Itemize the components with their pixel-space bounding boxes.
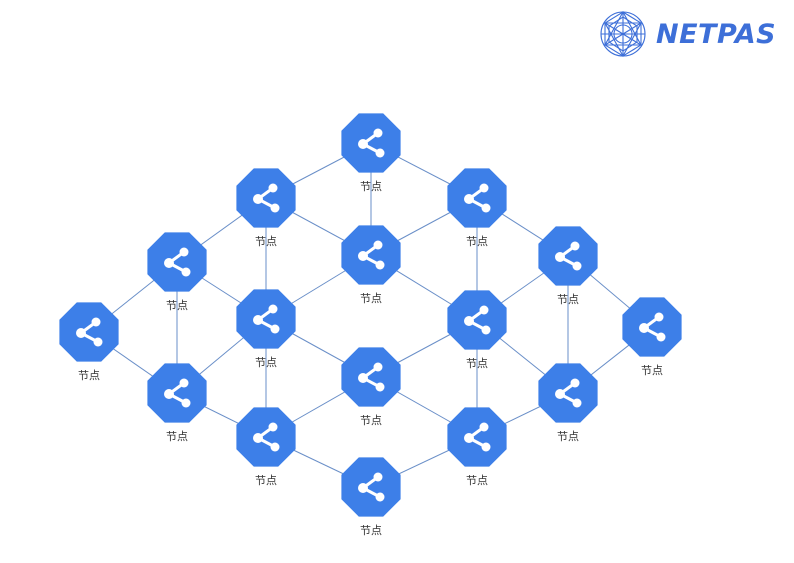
node-n10[interactable]: 节点 xyxy=(147,363,207,443)
node-label: 节点 xyxy=(78,369,100,382)
globe-network-icon xyxy=(600,10,646,58)
node-n0[interactable]: 节点 xyxy=(341,113,401,193)
node-n9[interactable]: 节点 xyxy=(622,297,682,377)
node-n5[interactable]: 节点 xyxy=(538,226,598,306)
node-octagon xyxy=(538,226,598,286)
node-label: 节点 xyxy=(360,524,382,537)
node-n2[interactable]: 节点 xyxy=(447,168,507,248)
node-label: 节点 xyxy=(641,364,663,377)
node-octagon xyxy=(236,168,296,228)
node-label: 节点 xyxy=(557,293,579,306)
node-octagon xyxy=(147,363,207,423)
share-icon xyxy=(358,472,385,502)
share-icon xyxy=(639,312,666,342)
brand-name: NETPAS xyxy=(656,18,777,50)
node-octagon xyxy=(236,407,296,467)
share-icon xyxy=(164,378,191,408)
node-label: 节点 xyxy=(166,299,188,312)
node-octagon xyxy=(341,225,401,285)
node-n6[interactable]: 节点 xyxy=(236,289,296,369)
share-icon xyxy=(464,183,491,213)
node-n11[interactable]: 节点 xyxy=(341,347,401,427)
node-n13[interactable]: 节点 xyxy=(236,407,296,487)
node-octagon xyxy=(341,457,401,517)
node-label: 节点 xyxy=(466,357,488,370)
share-icon xyxy=(358,362,385,392)
share-icon xyxy=(253,304,280,334)
node-label: 节点 xyxy=(255,474,277,487)
node-octagon xyxy=(622,297,682,357)
node-octagon xyxy=(447,168,507,228)
node-octagon xyxy=(341,113,401,173)
share-icon xyxy=(358,128,385,158)
share-icon xyxy=(164,247,191,277)
share-icon xyxy=(555,378,582,408)
share-icon xyxy=(464,422,491,452)
node-label: 节点 xyxy=(255,235,277,248)
node-octagon xyxy=(59,302,119,362)
node-n14[interactable]: 节点 xyxy=(447,407,507,487)
share-icon xyxy=(76,317,103,347)
node-n4[interactable]: 节点 xyxy=(147,232,207,312)
brand-logo: NETPAS xyxy=(598,6,794,62)
share-icon xyxy=(555,241,582,271)
nodes-layer: 节点节点节点节点节点节点节点节点节点节点节点节点节点节点节点节点 xyxy=(59,113,682,537)
node-n7[interactable]: 节点 xyxy=(59,302,119,382)
node-label: 节点 xyxy=(360,414,382,427)
node-n15[interactable]: 节点 xyxy=(341,457,401,537)
node-label: 节点 xyxy=(466,235,488,248)
node-label: 节点 xyxy=(360,180,382,193)
node-label: 节点 xyxy=(557,430,579,443)
node-label: 节点 xyxy=(466,474,488,487)
node-n1[interactable]: 节点 xyxy=(236,168,296,248)
node-label: 节点 xyxy=(360,292,382,305)
node-octagon xyxy=(447,407,507,467)
node-n8[interactable]: 节点 xyxy=(447,290,507,370)
node-n3[interactable]: 节点 xyxy=(341,225,401,305)
node-label: 节点 xyxy=(166,430,188,443)
node-octagon xyxy=(341,347,401,407)
share-icon xyxy=(358,240,385,270)
node-octagon xyxy=(447,290,507,350)
node-n12[interactable]: 节点 xyxy=(538,363,598,443)
node-octagon xyxy=(538,363,598,423)
node-label: 节点 xyxy=(255,356,277,369)
node-octagon xyxy=(147,232,207,292)
share-icon xyxy=(464,305,491,335)
share-icon xyxy=(253,183,280,213)
node-octagon xyxy=(236,289,296,349)
share-icon xyxy=(253,422,280,452)
